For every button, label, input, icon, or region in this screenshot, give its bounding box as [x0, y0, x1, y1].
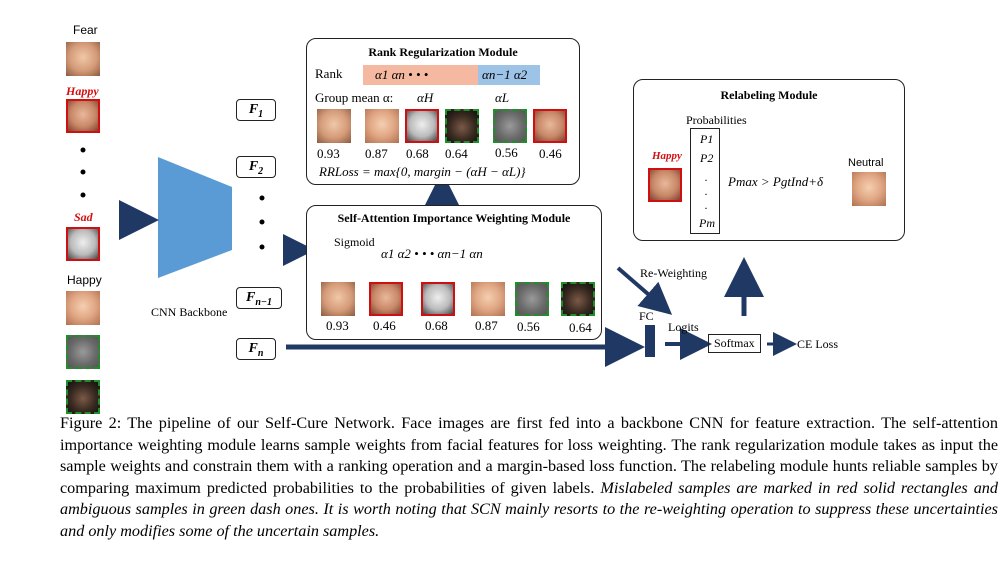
- face-happy: [66, 291, 100, 325]
- rank-face-2: [365, 109, 399, 143]
- rank-score: 0.46: [539, 146, 562, 161]
- relabel-module-title: Relabeling Module: [720, 88, 818, 102]
- caption-text: Figure 2: The pipeline of our Self-Cure …: [60, 414, 998, 497]
- rank-module-title: Rank Regularization Module: [368, 45, 518, 59]
- label-sad-red: Sad: [74, 210, 93, 224]
- rank-face-5: [493, 109, 527, 143]
- sa-score: 0.68: [425, 318, 448, 333]
- sa-score: 0.64: [569, 320, 592, 335]
- label-fear: Fear: [73, 23, 98, 37]
- rank-face-1: [317, 109, 351, 143]
- group-mean-label: Group mean α:: [315, 90, 394, 105]
- self-attention-module: Self-Attention Importance Weighting Modu…: [306, 205, 602, 340]
- sa-alphas: α1 α2 • • • αn−1 αn: [381, 246, 483, 261]
- cnn-backbone-shape: [158, 157, 232, 278]
- rank-score: 0.68: [406, 146, 429, 161]
- fc-label: FC: [639, 309, 654, 323]
- feature-f2: F2: [236, 156, 276, 178]
- sa-face-5: [515, 282, 549, 316]
- face-ambiguous-2: [66, 380, 100, 414]
- rank-face-6: [533, 109, 567, 143]
- feature-dot: [259, 244, 265, 250]
- relabel-face-input: [648, 168, 682, 202]
- label-happy-red: Happy: [66, 84, 99, 98]
- face-fear: [66, 42, 100, 76]
- rank-regularization-module: Rank Regularization Module Rank α1 αn • …: [306, 38, 580, 185]
- face-happy-mislabeled: [66, 99, 100, 133]
- sa-face-3: [421, 282, 455, 316]
- neutral-label: Neutral: [848, 157, 884, 169]
- rank-face-4: [445, 109, 479, 143]
- sa-face-1: [321, 282, 355, 316]
- relabel-face-output: [852, 172, 886, 206]
- p1-label: P1: [700, 132, 714, 146]
- sa-score: 0.46: [373, 318, 396, 333]
- probability-vector: P1 P2 ··· Pm: [690, 128, 720, 234]
- reweighting-arrow: [616, 266, 673, 315]
- pm-label: Pm: [699, 216, 715, 230]
- rank-score: 0.93: [317, 146, 340, 161]
- sa-score: 0.93: [326, 318, 349, 333]
- p2-label: P2: [700, 151, 714, 165]
- face-sad-mislabeled: [66, 227, 100, 261]
- face-ambiguous-1: [66, 335, 100, 369]
- feature-f1: F1: [236, 99, 276, 121]
- probabilities-label: Probabilities: [686, 113, 747, 127]
- sa-score: 0.56: [517, 319, 540, 334]
- sa-face-4: [471, 282, 505, 316]
- feature-fn-1: Fn−1: [236, 287, 282, 309]
- rank-high-group: α1 αn • • •: [363, 65, 478, 85]
- sa-face-2: [369, 282, 403, 316]
- rank-score: 0.87: [365, 146, 388, 161]
- label-happy: Happy: [67, 273, 102, 287]
- feature-dot: [259, 195, 265, 201]
- softmax-box: Softmax: [708, 334, 761, 353]
- alpha-h: αH: [417, 90, 434, 105]
- alpha-l: αL: [495, 90, 510, 105]
- rank-low-group: αn−1 α2: [478, 65, 540, 85]
- figure-caption: Figure 2: The pipeline of our Self-Cure …: [60, 413, 998, 542]
- rr-loss-formula: RRLoss = max{0, margin − (αH − αL)}: [319, 164, 526, 179]
- rank-score: 0.64: [445, 146, 468, 161]
- feature-dot: [259, 219, 265, 225]
- sa-face-6: [561, 282, 595, 316]
- sa-score: 0.87: [475, 318, 498, 333]
- feature-fn: Fn: [236, 338, 276, 360]
- relabeling-module: Relabeling Module Probabilities Happy P1…: [633, 79, 905, 241]
- rank-score: 0.56: [495, 145, 518, 160]
- rank-label: Rank: [315, 66, 343, 81]
- relabel-rule: Pmax > PgtInd+δ: [728, 174, 824, 189]
- sa-module-title: Self-Attention Importance Weighting Modu…: [337, 211, 571, 225]
- sample-dot: [80, 147, 86, 153]
- rank-face-3: [405, 109, 439, 143]
- reweighting-label: Re-Weighting: [640, 266, 708, 280]
- sample-dot: [80, 169, 86, 175]
- caption-italic-text: Mislabeled samples are marked in red sol…: [60, 478, 998, 540]
- fc-bar: [645, 325, 655, 357]
- cnn-backbone-label: CNN Backbone: [151, 305, 228, 319]
- sigmoid-label: Sigmoid: [334, 235, 375, 249]
- logits-label: Logits: [668, 320, 699, 334]
- connector-layer: [80, 147, 834, 367]
- sample-dot: [80, 192, 86, 198]
- prob-dots: ···: [704, 173, 708, 215]
- relabel-happy-label: Happy: [652, 150, 682, 162]
- ce-loss-label: CE Loss: [797, 337, 839, 351]
